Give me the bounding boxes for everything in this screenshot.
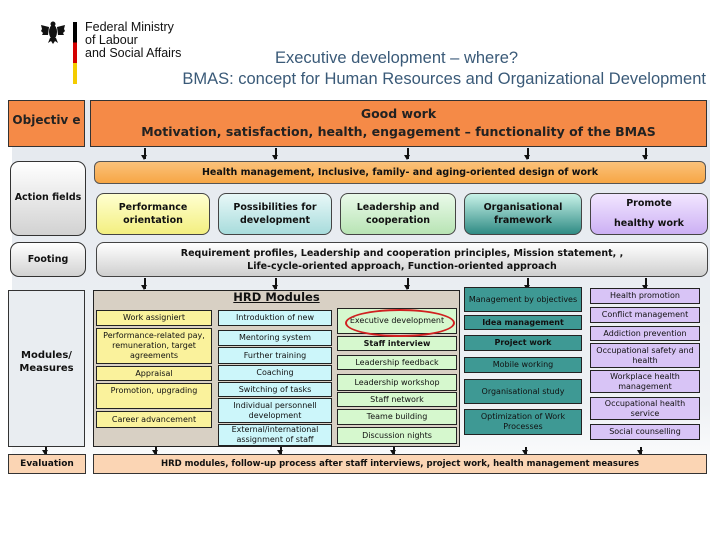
action-field-line: Organisational — [483, 202, 563, 213]
module-individual-development: Individual personnell development — [218, 398, 332, 423]
module-leadership-workshop: Leadership workshop — [337, 374, 457, 391]
action-field-line: framework — [494, 215, 552, 226]
logo-line-3: and Social Affairs — [85, 46, 182, 60]
module-work-assignment: Work assigniert — [96, 310, 212, 326]
arrow-down-icon — [404, 148, 410, 160]
module-mobile-working: Mobile working — [464, 357, 582, 373]
module-switching-tasks: Switching of tasks — [218, 382, 332, 397]
arrow-down-icon — [272, 148, 278, 160]
health-management-bar: Health management, Inclusive, family- an… — [94, 161, 706, 184]
arrow-down-icon — [637, 447, 643, 455]
objective-box: Good work Motivation, satisfaction, heal… — [90, 100, 707, 147]
footing-line-1: Requirement profiles, Leadership and coo… — [180, 248, 624, 259]
action-field-healthy-work: Promote healthy work — [590, 193, 708, 235]
module-discussion-nights: Discussion nights — [337, 427, 457, 444]
module-management-by-objectives: Management by objectives — [464, 287, 582, 312]
federal-eagle-icon — [41, 21, 65, 44]
action-field-line: Performance — [118, 202, 188, 213]
arrow-down-icon — [522, 447, 528, 455]
action-field-line: Possibilities for — [233, 202, 317, 213]
action-field-line: Leadership and — [356, 202, 440, 213]
module-external-assignment: External/international assignment of sta… — [218, 424, 332, 446]
arrow-down-icon — [642, 278, 648, 290]
logo-line-1: Federal Ministry — [85, 20, 174, 34]
action-field-line: cooperation — [365, 215, 431, 226]
arrow-down-icon — [141, 278, 147, 290]
evaluation-label: Evaluation — [8, 454, 86, 474]
arrow-down-icon — [152, 447, 158, 455]
ministry-logo-text: Federal Ministry of Labour and Social Af… — [85, 21, 181, 60]
module-optimization: Optimization of Work Processes — [464, 409, 582, 435]
module-mentoring: Mentoring system — [218, 330, 332, 346]
module-occupational-safety: Occupational safety and health — [590, 343, 700, 368]
footing-label: Footing — [10, 242, 86, 277]
arrow-down-icon — [277, 447, 283, 455]
hrd-modules-title: HRD Modules — [233, 290, 320, 304]
module-promotion: Promotion, upgrading — [96, 383, 212, 409]
module-project-work: Project work — [464, 335, 582, 351]
arrow-down-icon — [404, 278, 410, 290]
module-social-counselling: Social counselling — [590, 424, 700, 440]
module-idea-management: Idea management — [464, 315, 582, 330]
module-organisational-study: Organisational study — [464, 379, 582, 404]
arrow-down-icon — [272, 278, 278, 290]
module-staff-interview: Staff interview — [337, 336, 457, 351]
module-leadership-feedback: Leadership feedback — [337, 355, 457, 370]
arrow-down-icon — [141, 148, 147, 160]
module-workplace-health: Workplace health management — [590, 370, 700, 393]
action-field-line: healthy work — [614, 218, 684, 229]
arrow-down-icon — [524, 148, 530, 160]
label-line: Measures — [19, 363, 74, 374]
module-staff-network: Staff network — [337, 392, 457, 407]
module-career: Career advancement — [96, 411, 212, 428]
arrow-down-icon — [42, 447, 48, 455]
module-further-training: Further training — [218, 347, 332, 364]
module-appraisal: Appraisal — [96, 366, 212, 381]
module-occupational-health-service: Occupational health service — [590, 397, 700, 420]
action-field-performance: Performance orientation — [96, 193, 210, 235]
label-line: Modules/ — [21, 350, 72, 361]
module-addiction-prevention: Addiction prevention — [590, 326, 700, 341]
action-field-development: Possibilities for development — [218, 193, 332, 235]
module-conflict-management: Conflict management — [590, 307, 700, 323]
module-team-building: Teame building — [337, 409, 457, 425]
action-field-line: development — [239, 215, 311, 226]
objective-label: Objectiv e — [8, 100, 85, 147]
page-subtitle: BMAS: concept for Human Resources and Or… — [182, 70, 706, 88]
action-field-line: orientation — [123, 215, 183, 226]
modules-measures-label: Modules/ Measures — [8, 290, 85, 447]
highlight-ellipse — [345, 309, 455, 337]
module-coaching: Coaching — [218, 365, 332, 381]
objective-title: Good work — [360, 106, 437, 121]
arrow-down-icon — [390, 447, 396, 455]
module-health-promotion: Health promotion — [590, 288, 700, 304]
action-fields-label: Action fields — [10, 161, 86, 236]
action-field-organisation: Organisational framework — [464, 193, 582, 235]
evaluation-bar: HRD modules, follow-up process after sta… — [93, 454, 707, 474]
logo-line-2: of Labour — [85, 33, 138, 47]
footing-bar: Requirement profiles, Leadership and coo… — [96, 242, 708, 277]
module-introduction: Introduktion of new — [218, 310, 332, 326]
objective-description: Motivation, satisfaction, health, engage… — [141, 124, 656, 139]
action-field-line: Promote — [626, 198, 672, 209]
arrow-down-icon — [642, 148, 648, 160]
flag-bar — [73, 22, 77, 84]
action-field-leadership: Leadership and cooperation — [340, 193, 456, 235]
module-performance-pay: Performance-related pay, remuneration, t… — [96, 328, 212, 364]
page-title: Executive development – where? — [275, 49, 519, 67]
footing-line-2: Life-cycle-oriented approach, Function-o… — [247, 261, 557, 272]
